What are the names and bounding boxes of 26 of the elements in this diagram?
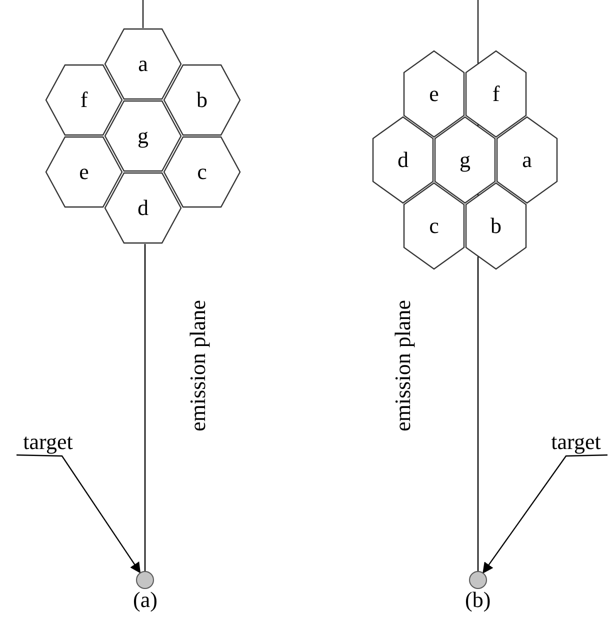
hexagon: f (45, 64, 123, 136)
target-circle (469, 571, 487, 589)
emission-plane-line (477, 257, 479, 571)
hexagon: e (403, 50, 465, 138)
hexagon: d (104, 172, 182, 244)
hexagon: e (45, 136, 123, 208)
plane-label: emission plane (390, 300, 416, 432)
emission-plane-line (144, 244, 146, 571)
hexagon: g (104, 100, 182, 172)
hexagon: c (403, 182, 465, 270)
panel-label: (a) (133, 587, 158, 613)
hexagon: f (465, 50, 527, 138)
target-circle (136, 571, 154, 589)
plane-label: emission plane (185, 300, 211, 432)
hexagon: g (434, 116, 496, 204)
hexagon: c (163, 136, 241, 208)
hexagon: a (496, 116, 558, 204)
target-label: target (541, 429, 611, 455)
arrow (482, 454, 608, 574)
hexagon: a (104, 28, 182, 100)
arrow (16, 454, 141, 574)
panel-label: (b) (465, 587, 491, 613)
target-label: target (13, 429, 83, 455)
hexagon: b (465, 182, 527, 270)
hexagon: b (163, 64, 241, 136)
hexagon: d (372, 116, 434, 204)
